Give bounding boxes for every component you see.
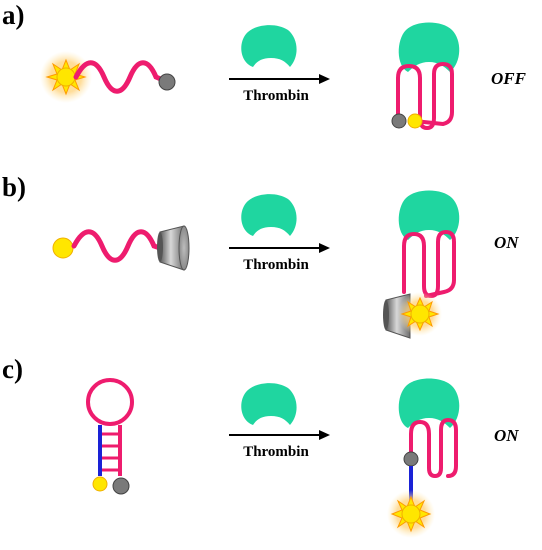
panel-a: a) Thrombin OFF bbox=[2, 0, 527, 130]
thrombin-bound-icon bbox=[398, 378, 460, 428]
fluorophore bbox=[92, 476, 108, 492]
reaction-arrow-c bbox=[229, 430, 330, 440]
hairpin-loop bbox=[86, 378, 134, 426]
thrombin-bound-icon bbox=[398, 190, 460, 240]
quencher bbox=[112, 477, 130, 495]
fluorophore bbox=[56, 67, 76, 87]
fluorophore bbox=[401, 504, 421, 524]
arrow-label-b: Thrombin bbox=[243, 257, 309, 273]
quencher bbox=[391, 113, 407, 129]
thrombin-icon bbox=[241, 25, 297, 67]
g-quadruplex-strand bbox=[409, 418, 458, 478]
panel-c-label: c) bbox=[2, 354, 23, 384]
panel-b: b) Thrombin ON bbox=[2, 172, 519, 339]
fluorophore bbox=[410, 304, 430, 324]
reaction-arrow-b bbox=[229, 243, 330, 253]
panel-a-label: a) bbox=[2, 0, 25, 30]
fluorophore bbox=[52, 237, 74, 259]
base-pairs bbox=[102, 432, 118, 472]
reaction-arrow-a bbox=[229, 74, 330, 84]
bound-complex-a bbox=[391, 22, 460, 130]
aptamer-coil bbox=[71, 229, 163, 263]
fluorophore bbox=[407, 113, 423, 129]
bound-complex-b bbox=[383, 190, 460, 339]
g-quadruplex-strand bbox=[402, 230, 456, 298]
state-label-a: OFF bbox=[491, 69, 527, 88]
arrow-label-c: Thrombin bbox=[243, 444, 309, 460]
quencher bbox=[403, 451, 419, 467]
free-probe-b bbox=[52, 225, 190, 271]
cyclodextrin-icon bbox=[157, 225, 190, 271]
thrombin-icon bbox=[241, 383, 297, 425]
quencher bbox=[158, 73, 176, 91]
state-label-b: ON bbox=[494, 233, 519, 252]
state-label-c: ON bbox=[494, 426, 519, 445]
thrombin-bound-icon bbox=[398, 22, 460, 72]
panel-c: c) Thrombin bbox=[2, 354, 519, 538]
free-probe-a bbox=[40, 51, 176, 103]
arrow-label-a: Thrombin bbox=[243, 88, 309, 104]
aptamer-coil bbox=[73, 60, 166, 94]
g-quadruplex-strand bbox=[396, 62, 454, 130]
molecular-beacon bbox=[86, 378, 134, 495]
panel-b-label: b) bbox=[2, 172, 26, 202]
bound-complex-c bbox=[387, 378, 460, 538]
thrombin-icon bbox=[241, 194, 297, 236]
